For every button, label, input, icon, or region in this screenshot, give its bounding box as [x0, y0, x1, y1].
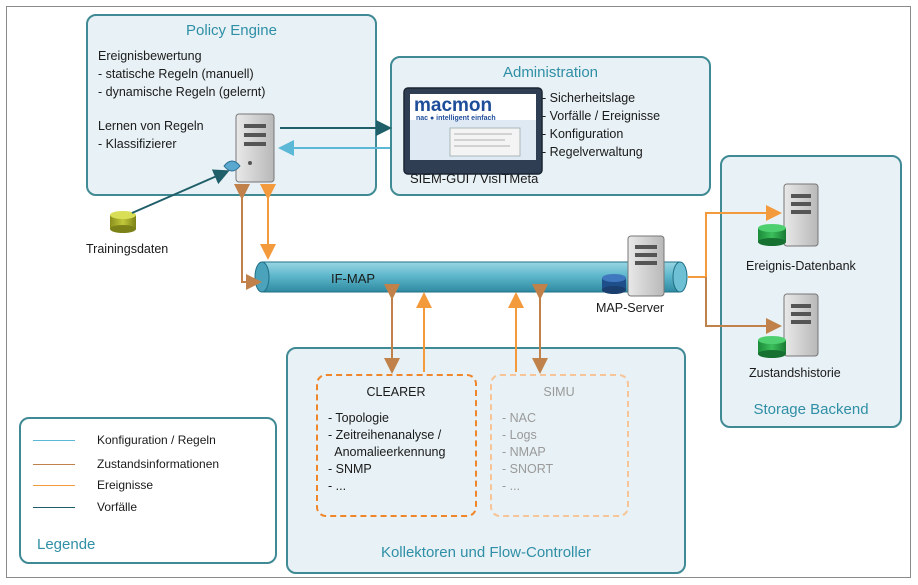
policy-engine-title: Policy Engine — [186, 22, 277, 39]
legend-title: Legende — [37, 536, 96, 553]
simu-item-3: - NMAP — [502, 445, 546, 459]
legend-label-ereignisse: Ereignisse — [97, 478, 154, 492]
legend-panel: Konfiguration / Regeln Zustandsinformati… — [19, 417, 277, 564]
legend-label-konfiguration: Konfiguration / Regeln — [97, 433, 216, 447]
clearer-item-2: - Zeitreihenanalyse / — [328, 428, 442, 442]
admin-item-2: - Vorfälle / Ereignisse — [542, 109, 661, 123]
clearer-item-1: - Topologie — [328, 411, 389, 425]
clearer-box: CLEARER - Topologie - Zeitreihenanalyse … — [316, 374, 477, 517]
legend-line-konfiguration — [33, 440, 75, 441]
legend-label-vorfaelle: Vorfälle — [97, 500, 138, 514]
ifmap-label: IF-MAP — [331, 271, 375, 286]
admin-item-4: - Regelverwaltung — [542, 145, 643, 159]
policy-line-3: - dynamische Regeln (gelernt) — [98, 85, 266, 99]
arrow-ifmap-to-zustandshistorie — [705, 277, 782, 334]
policy-line-5: - Klassifizierer — [98, 137, 177, 151]
legend-line-zustand — [33, 464, 75, 465]
clearer-item-5: - ... — [328, 479, 347, 493]
legend-line-vorfaelle — [33, 507, 75, 508]
ereignis-db-server-icon — [758, 183, 819, 247]
simu-box: SIMU - NAC - Logs - NMAP - SNORT - ... — [490, 374, 629, 517]
admin-item-3: - Konfiguration — [542, 127, 624, 141]
admin-item-1: - Sicherheitslage — [542, 91, 636, 105]
ereignis-db-label: Ereignis-Datenbank — [746, 259, 857, 273]
macmon-monitor-icon — [403, 87, 543, 175]
clearer-item-3: Anomalieerkennung — [328, 445, 446, 459]
clearer-item-4: - SNMP — [328, 462, 372, 476]
map-server-label: MAP-Server — [596, 301, 664, 315]
trainingsdaten-label: Trainingsdaten — [86, 242, 168, 256]
zustandshistorie-label: Zustandshistorie — [749, 366, 841, 380]
arrow-training-to-policy — [131, 169, 230, 214]
collectors-panel: Kollektoren und Flow-Controller — [286, 347, 686, 574]
policy-line-2: - statische Regeln (manuell) — [98, 67, 254, 81]
zustandshistorie-server-icon — [758, 293, 819, 358]
simu-title: SIMU — [543, 385, 575, 399]
simu-item-1: - NAC — [502, 411, 537, 425]
storage-title: Storage Backend — [753, 401, 869, 418]
map-server-icon — [602, 235, 665, 297]
simu-item-5: - ... — [502, 479, 521, 493]
clearer-title: CLEARER — [366, 385, 426, 399]
arrow-policy-ifmap-brown — [234, 184, 262, 290]
macmon-logo: macmon — [414, 95, 492, 116]
policy-line-4: Lernen von Regeln — [98, 119, 204, 133]
legend-line-ereignisse — [33, 485, 75, 486]
trainingsdaten-db-icon — [110, 211, 136, 233]
legend-label-zustand: Zustandsinformationen — [97, 457, 220, 471]
simu-item-4: - SNORT — [502, 462, 554, 476]
policy-line-1: Ereignisbewertung — [98, 49, 202, 63]
administration-title: Administration — [502, 64, 599, 81]
simu-item-2: - Logs — [502, 428, 537, 442]
collectors-title: Kollektoren und Flow-Controller — [380, 544, 592, 561]
policy-server-icon — [223, 113, 275, 183]
arrow-ifmap-to-ereignis-db — [688, 205, 782, 278]
macmon-slogan: nac ● intelligent einfach — [416, 115, 496, 122]
diagram-frame — [6, 6, 911, 578]
